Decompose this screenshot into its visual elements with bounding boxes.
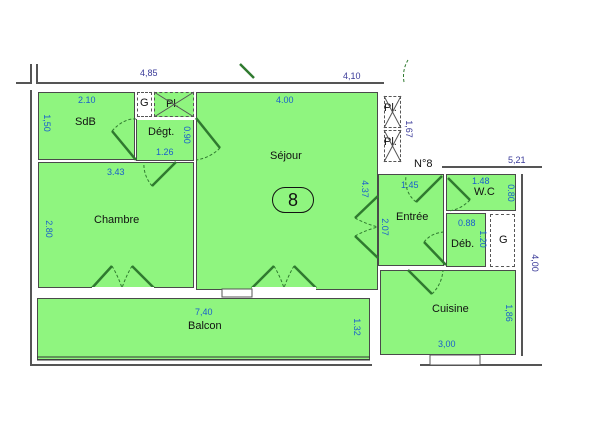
closet-g1 xyxy=(137,92,152,117)
dim-exterior-right-top: 5,21 xyxy=(508,155,526,165)
outer-wall-bottom-right xyxy=(420,364,542,366)
label-wc: W.C xyxy=(474,186,495,198)
label-sdb: SdB xyxy=(75,116,96,128)
dim-exterior-top-right: 4,10 xyxy=(343,71,361,81)
dim-wc-height: 0.80 xyxy=(505,184,516,202)
label-closet-pl2: Pl. xyxy=(384,102,397,114)
dim-sdb-height: 1,50 xyxy=(41,114,52,132)
outer-wall-top-left-stub xyxy=(16,82,30,84)
label-entree: Entrée xyxy=(396,211,429,223)
outer-wall-left-tick2 xyxy=(30,64,32,84)
dim-degt-height: 0.90 xyxy=(181,126,192,144)
dim-wc-width: 1.48 xyxy=(472,176,490,186)
room-cuisine xyxy=(380,270,516,355)
room-deb xyxy=(446,213,486,267)
dim-entree-width: 1.45 xyxy=(401,180,419,190)
dim-exterior-top-left: 4,85 xyxy=(140,68,158,78)
dim-cuisine-height: 1,86 xyxy=(503,304,514,322)
dim-degt-width: 1.26 xyxy=(156,147,174,157)
dim-sejour-height: 4.37 xyxy=(359,180,370,198)
label-deb: Déb. xyxy=(451,238,475,250)
label-chambre: Chambre xyxy=(94,214,140,226)
label-closet-pl3: Pl. xyxy=(384,136,397,148)
dim-exterior-pl-column: 1,67 xyxy=(403,120,414,138)
unit-number-badge: 8 xyxy=(272,187,314,213)
unit-label: N°8 xyxy=(414,158,433,170)
dim-entree-height: 2.07 xyxy=(379,218,390,236)
outer-wall-right-top xyxy=(442,166,542,168)
dim-chambre-height: 2.80 xyxy=(43,220,54,238)
outer-wall-left xyxy=(30,90,32,366)
label-degt: Dégt. xyxy=(148,126,175,138)
label-closet-g2: G xyxy=(499,234,508,246)
outer-wall-bottom xyxy=(30,364,372,366)
label-closet-g1: G xyxy=(140,97,149,109)
dim-balcon-width: 7,40 xyxy=(195,307,213,317)
label-sejour: Séjour xyxy=(270,150,302,162)
dim-deb-height: 1.20 xyxy=(477,230,488,248)
dim-cuisine-width: 3,00 xyxy=(438,339,456,349)
dim-deb-width: 0.88 xyxy=(458,218,476,228)
outer-wall-left-tick xyxy=(36,64,38,84)
outer-wall-top xyxy=(36,82,384,84)
dim-sdb-width: 2.10 xyxy=(78,95,96,105)
closet-g2 xyxy=(490,214,515,267)
label-cuisine: Cuisine xyxy=(432,303,469,315)
outer-wall-right xyxy=(521,174,523,356)
dim-sejour-width: 4.00 xyxy=(276,95,294,105)
dim-exterior-right-side: 4,00 xyxy=(529,254,540,272)
label-balcon: Balcon xyxy=(188,320,222,332)
dim-chambre-width: 3.43 xyxy=(107,167,125,177)
label-closet-pl1: Pl. xyxy=(166,98,179,110)
dim-balcon-height: 1.32 xyxy=(351,318,362,336)
